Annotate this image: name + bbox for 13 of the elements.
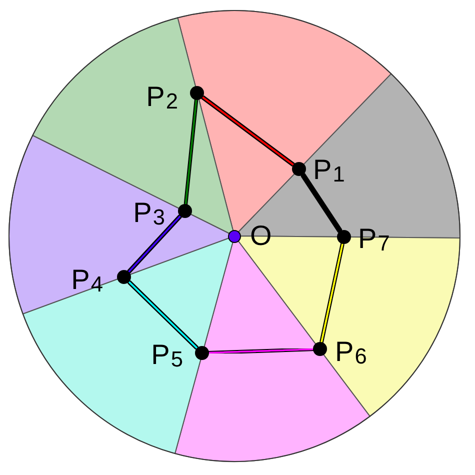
point-label: P$_{1}$: [313, 156, 346, 184]
point-label: P$_{2}$: [146, 83, 179, 111]
line-segment: [302, 174, 342, 232]
line-segment: [128, 216, 181, 272]
line-segment: [202, 96, 294, 166]
line-segment: [208, 348, 314, 354]
point-label: O: [250, 222, 273, 250]
point-label: P$_{3}$: [133, 199, 166, 227]
line-segment: [128, 281, 198, 349]
line-segment: [320, 244, 344, 342]
point-label: P$_{6}$: [335, 338, 368, 366]
line-segment: [184, 100, 198, 204]
point-label: P$_{5}$: [151, 341, 184, 369]
